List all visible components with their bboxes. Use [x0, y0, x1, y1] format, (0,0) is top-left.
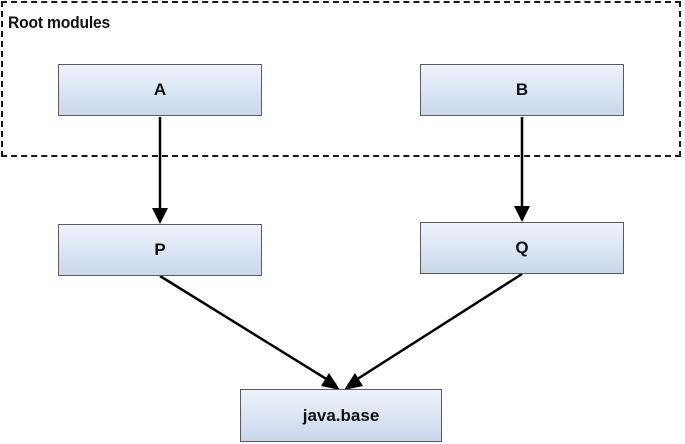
arrowhead-q-to-base — [344, 373, 363, 390]
module-node-java-base-label: java.base — [302, 405, 380, 425]
module-node-b: B — [420, 64, 624, 116]
arrowhead-a-to-p — [152, 208, 168, 224]
root-modules-label: Root modules — [8, 13, 111, 32]
module-node-a: A — [58, 64, 262, 116]
edge-q-to-base — [347, 272, 523, 387]
edge-p-to-base — [159, 274, 337, 387]
module-node-q-label: Q — [515, 238, 529, 257]
module-node-a-label: A — [153, 80, 167, 99]
module-node-p-label: P — [154, 240, 166, 259]
module-node-b-label: B — [515, 80, 529, 99]
root-modules-group — [1, 1, 681, 157]
module-node-q: Q — [420, 222, 624, 274]
arrowhead-p-to-base — [321, 373, 340, 390]
module-node-p: P — [58, 224, 262, 276]
module-node-java-base: java.base — [240, 389, 442, 442]
arrowhead-b-to-q — [514, 206, 530, 222]
